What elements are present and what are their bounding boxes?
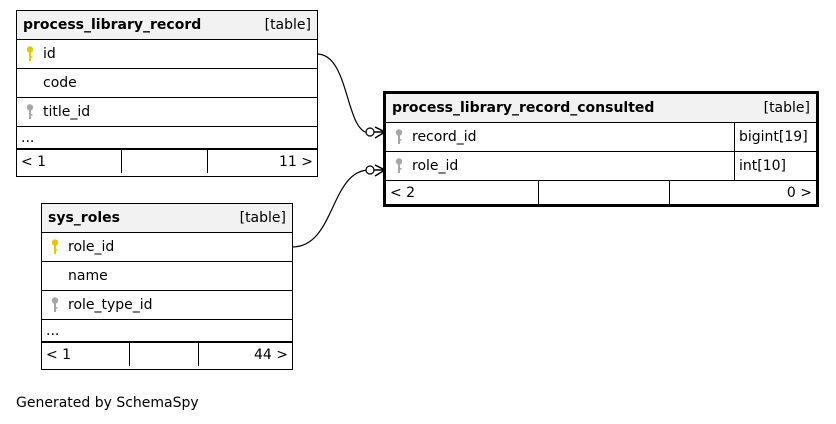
table-type: [table] — [239, 210, 286, 226]
foreign-key-icon — [42, 296, 68, 314]
footer-middle — [121, 150, 207, 173]
table-header: process_library_record_consulted [table] — [386, 94, 816, 123]
column-name: record_id — [412, 129, 477, 145]
column-row-name[interactable]: name — [42, 262, 292, 291]
column-datatype: int[10] — [734, 152, 816, 180]
parents-count[interactable]: < 2 — [390, 184, 416, 201]
children-count[interactable]: 44 > — [198, 343, 292, 366]
column-row-role-type-id[interactable]: role_type_id — [42, 291, 292, 320]
table-footer: < 1 44 > — [42, 343, 292, 366]
column-name: code — [43, 75, 77, 91]
foreign-key-icon — [386, 157, 412, 175]
table-name: sys_roles — [48, 210, 120, 226]
relationship-role-id — [291, 169, 369, 248]
relationship-record-id-optional-marker — [365, 127, 375, 137]
column-row-code[interactable]: code — [17, 69, 317, 98]
table-header: sys_roles [table] — [42, 204, 292, 233]
children-count[interactable]: 0 > — [669, 181, 816, 204]
footer-middle — [538, 181, 669, 204]
table-sys-roles[interactable]: sys_roles [table] role_id name role_type… — [41, 203, 293, 370]
parents-count[interactable]: < 1 — [46, 346, 72, 363]
relationship-role-id-optional-marker — [365, 165, 375, 175]
table-footer: < 2 0 > — [386, 181, 816, 204]
foreign-key-icon — [17, 103, 43, 121]
column-name: id — [43, 46, 56, 62]
column-row-role-id[interactable]: role_id int[10] — [386, 152, 816, 181]
foreign-key-icon — [386, 128, 412, 146]
relationship-record-id — [316, 53, 371, 134]
table-footer: < 1 11 > — [17, 150, 317, 173]
children-count[interactable]: 11 > — [207, 150, 317, 173]
column-row-record-id[interactable]: record_id bigint[19] — [386, 123, 816, 152]
more-columns-ellipsis: ... — [42, 320, 292, 343]
column-name: title_id — [43, 104, 91, 120]
column-name: role_id — [68, 239, 115, 255]
primary-key-icon — [17, 45, 43, 63]
table-header: process_library_record [table] — [17, 11, 317, 40]
table-type: [table] — [763, 100, 810, 116]
column-row-title-id[interactable]: title_id — [17, 98, 317, 127]
parents-count[interactable]: < 1 — [21, 153, 47, 170]
column-name: role_id — [412, 158, 459, 174]
table-name: process_library_record_consulted — [392, 100, 655, 116]
column-row-id[interactable]: id — [17, 40, 317, 69]
column-datatype: bigint[19] — [734, 123, 816, 151]
column-name: name — [68, 268, 108, 284]
table-process-library-record[interactable]: process_library_record [table] id code t… — [16, 10, 318, 177]
footer-middle — [129, 343, 198, 366]
table-process-library-record-consulted[interactable]: process_library_record_consulted [table]… — [383, 91, 819, 207]
table-name: process_library_record — [23, 17, 202, 33]
more-columns-ellipsis: ... — [17, 127, 317, 150]
table-type: [table] — [264, 17, 311, 33]
column-name: role_type_id — [68, 297, 153, 313]
primary-key-icon — [42, 238, 68, 256]
column-row-role-id[interactable]: role_id — [42, 233, 292, 262]
generated-by-label: Generated by SchemaSpy — [16, 395, 199, 411]
